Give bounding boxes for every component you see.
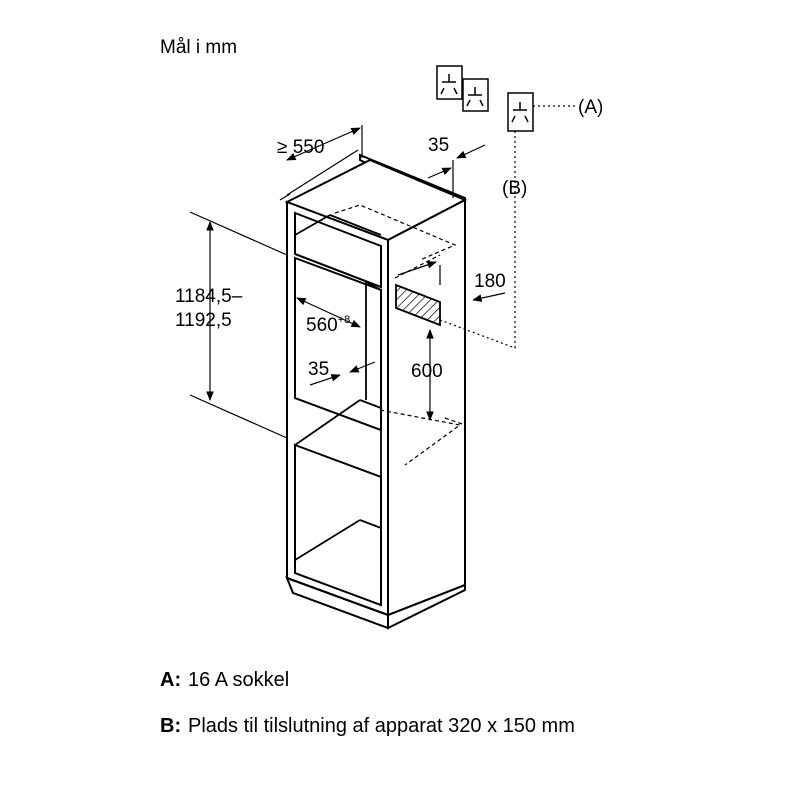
appliance-outline: [334, 204, 466, 466]
units-note: Mål i mm: [160, 37, 237, 58]
cabinet-interior: [294, 214, 382, 561]
width-tolerance: +8: [338, 314, 351, 326]
socket-icon-2: [462, 78, 489, 112]
side-gap-label: 35: [308, 359, 329, 380]
socket-height-label: 600: [411, 361, 443, 382]
dimension-labels: ≥ 550 35 1184,5– 1192,5 560+8 35 180 600…: [175, 97, 603, 382]
callout-a: (A): [578, 97, 603, 118]
legend-a-text: 16 A sokkel: [188, 669, 290, 691]
tall-cabinet: [284, 153, 468, 630]
socket-icon-a: [507, 92, 534, 132]
height-label-1: 1184,5–: [175, 286, 243, 307]
socket-icon-1: [436, 65, 463, 100]
height-label-2: 1192,5: [175, 310, 232, 331]
legend-b: B: Plads til tilslutning af apparat 320 x…: [160, 714, 588, 738]
top-gap-label: 35: [428, 135, 449, 156]
width-label: 560+8: [306, 314, 350, 336]
legend-b-text: Plads til tilslutning af apparat 320 x 1…: [188, 715, 575, 737]
legend-a: A: 16 A sokkel: [160, 668, 588, 692]
depth-label: ≥ 550: [277, 137, 324, 158]
callout-b: (B): [502, 178, 527, 199]
legend-a-key: A:: [160, 669, 182, 691]
socket-offset-label: 180: [474, 271, 506, 292]
connection-area: [395, 283, 441, 327]
legend-b-key: B:: [160, 715, 182, 737]
socket-icons: [436, 65, 534, 132]
dimension-lines: [189, 105, 575, 439]
